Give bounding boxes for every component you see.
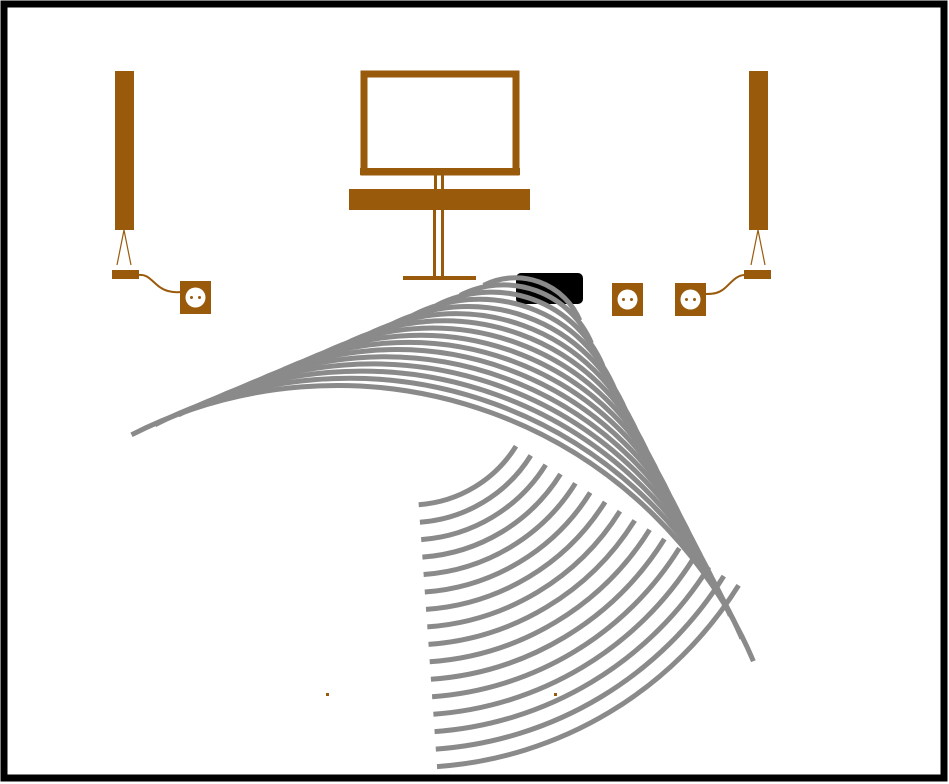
television-on-stand-icon [349,70,530,280]
right-socket-face [680,289,701,310]
right-speaker-base [744,270,771,279]
tv-screen-bottom-bar [360,168,520,175]
left-speaker-spike-a [116,229,125,266]
center-socket-pin-b [630,298,633,301]
left-wave-arc [153,375,745,640]
left-wave-arc [411,296,617,390]
left-wave-arc [224,354,710,572]
right-speaker-spike-a [750,229,759,266]
left-wave-arc [341,318,652,458]
right-wave-arc [429,528,652,665]
right-listening-position-marker-icon [554,693,557,696]
center-wall-socket-icon [612,283,643,316]
right-wall-socket-icon [675,283,706,316]
right-wave-arc [418,444,519,508]
right-wave-arc [430,537,667,682]
right-wave-arc [436,583,741,770]
right-wave-arc [427,509,623,630]
soundbar-icon [349,189,530,210]
right-speaker-column [749,71,768,230]
right-speaker-spike-b [757,229,766,266]
left-speaker-cable [138,273,183,294]
tv-mount-left [434,175,437,189]
right-wave-arc [422,472,563,560]
right-wave-arc [424,491,593,595]
left-wave-arc [271,339,687,526]
left-wave-arc [388,304,629,413]
left-wave-arc [200,361,722,594]
left-wave-arc [177,368,733,617]
tv-stand-pole-right [441,210,444,276]
left-speaker-base [112,270,139,279]
center-socket-face [617,289,638,310]
right-socket-pin-b [693,298,696,301]
left-wave-arc [435,289,606,367]
left-socket-pin-b [198,296,201,299]
right-wave-arc [434,565,712,735]
left-wave-arc [318,325,664,481]
right-wave-arc [419,454,533,525]
center-socket-pin-a [622,298,625,301]
left-wave-arc [130,383,756,663]
right-wave-arc [425,500,608,612]
right-wave-arc [423,481,578,577]
right-wave-arc [433,556,697,717]
tv-stand-base [403,276,476,280]
right-socket-pin-a [685,298,688,301]
right-floor-speaker-icon [705,71,771,295]
left-wave-arc [482,275,583,322]
left-wave-arc [294,332,675,504]
left-wireless-signal-waves-icon [130,275,756,663]
tv-mount-right [441,175,444,189]
left-wall-socket-icon [180,281,211,314]
left-wave-arc [365,311,641,435]
right-speaker-cable [705,274,745,295]
left-speaker-spike-b [123,229,132,266]
right-wave-arc [431,546,682,700]
left-listening-position-marker-icon [326,693,329,696]
left-socket-face [185,287,206,308]
left-wave-arc [458,282,594,345]
left-wave-arc [247,347,698,549]
tv-stand-pole-left [433,210,436,276]
right-wave-arc [421,463,548,543]
right-wave-arc [435,574,726,752]
left-speaker-column [115,71,134,230]
left-socket-pin-a [190,296,193,299]
left-floor-speaker-icon [112,71,183,294]
right-wireless-signal-waves-icon [418,444,741,770]
right-wave-arc [428,519,637,647]
